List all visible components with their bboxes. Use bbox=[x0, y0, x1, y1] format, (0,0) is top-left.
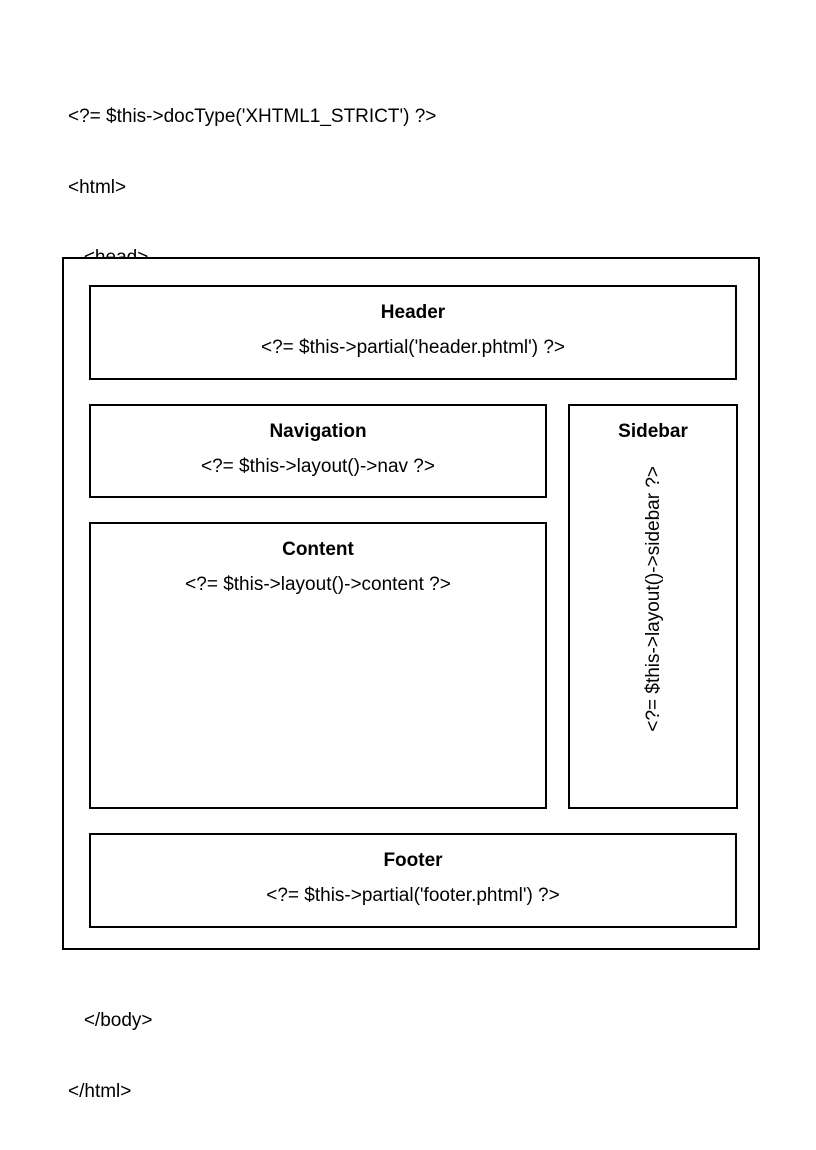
sidebar-region-box: Sidebar <?= $this->layout()->sidebar ?> bbox=[568, 404, 738, 809]
content-region-code: <?= $this->layout()->content ?> bbox=[185, 574, 451, 595]
navigation-region-code: <?= $this->layout()->nav ?> bbox=[201, 456, 435, 477]
footer-region-code: <?= $this->partial('footer.phtml') ?> bbox=[266, 885, 560, 906]
diagram-page: <?= $this->docType('XHTML1_STRICT') ?> <… bbox=[62, 106, 760, 1102]
source-line: <?= $this->docType('XHTML1_STRICT') ?> bbox=[68, 106, 437, 127]
content-region-title: Content bbox=[282, 539, 354, 560]
source-line: </html> bbox=[68, 1080, 132, 1102]
source-line: </body> bbox=[68, 1010, 153, 1031]
navigation-region-box: Navigation <?= $this->layout()->nav ?> bbox=[89, 404, 547, 498]
sidebar-region-code: <?= $this->layout()->sidebar ?> bbox=[642, 466, 664, 732]
source-line: <html> bbox=[68, 176, 127, 198]
body-container-box: Header <?= $this->partial('header.phtml'… bbox=[62, 257, 760, 950]
footer-region-title: Footer bbox=[383, 850, 443, 871]
sidebar-region-code-wrap: <?= $this->layout()->sidebar ?> bbox=[570, 466, 736, 807]
footer-region-box: Footer <?= $this->partial('footer.phtml'… bbox=[89, 833, 737, 928]
navigation-region-title: Navigation bbox=[269, 421, 367, 442]
sidebar-region-title: Sidebar bbox=[618, 421, 688, 442]
content-region-box: Content <?= $this->layout()->content ?> bbox=[89, 522, 547, 809]
source-listing-bottom: </body> </html> bbox=[68, 962, 153, 1150]
header-region-box: Header <?= $this->partial('header.phtml'… bbox=[89, 285, 737, 380]
header-region-code: <?= $this->partial('header.phtml') ?> bbox=[260, 337, 566, 358]
header-region-title: Header bbox=[380, 302, 446, 323]
